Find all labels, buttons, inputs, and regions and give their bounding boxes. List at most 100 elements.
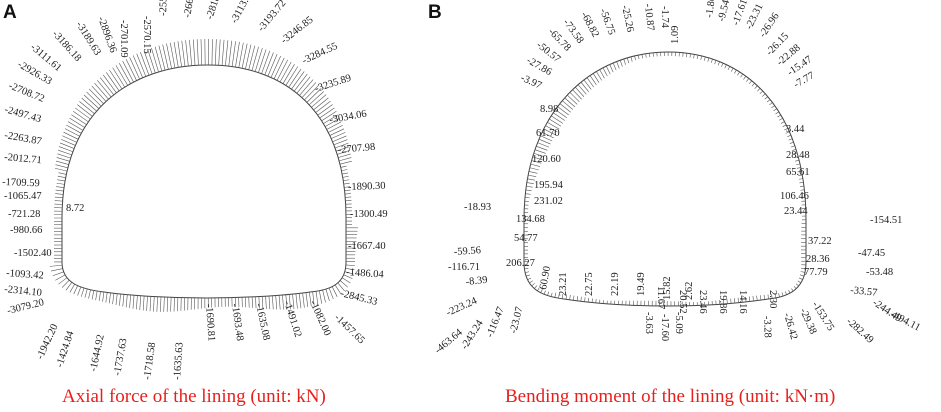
hatch-bar xyxy=(778,293,780,298)
hatch-bar xyxy=(158,45,166,71)
hatch-bar xyxy=(589,75,597,86)
hatch-bar xyxy=(549,118,562,127)
hatch-bar xyxy=(69,283,75,293)
hatch-bar xyxy=(306,88,322,103)
value-label: -47.45 xyxy=(858,248,885,259)
value-label: 11.67 xyxy=(655,286,666,309)
hatch-bar xyxy=(63,131,79,140)
hatch-bar xyxy=(54,167,68,172)
hatch-bar xyxy=(795,283,799,287)
hatch-bar xyxy=(797,170,802,173)
hatch-bar xyxy=(292,294,295,310)
hatch-bar xyxy=(151,47,159,73)
hatch-bar xyxy=(525,271,530,273)
hatch-bar xyxy=(77,104,93,117)
hatch-bar xyxy=(73,111,89,123)
hatch-bar xyxy=(794,156,799,158)
hatch-bar xyxy=(543,128,556,136)
hatch-bar xyxy=(296,76,311,94)
hatch-bar xyxy=(531,160,542,164)
hatch-bar xyxy=(149,296,152,312)
hatch-bar xyxy=(331,286,338,297)
value-labels-b: -1.74 -10.87 -25.26 -56.75 -68.82 -73.58… xyxy=(433,0,922,356)
hatch-bar xyxy=(534,149,546,154)
value-label: -2660.65 xyxy=(182,0,199,19)
hatch-bar xyxy=(275,295,278,310)
value-label: -9.54 xyxy=(716,0,732,23)
value-label: -23.07 xyxy=(508,306,525,335)
hatch-bar xyxy=(745,296,747,302)
hatch-bar xyxy=(345,264,355,266)
value-label: 120.60 xyxy=(532,154,561,165)
value-label: -1667.40 xyxy=(348,241,386,252)
hatch-bar xyxy=(166,297,169,312)
hatch-bar xyxy=(789,141,794,144)
hatch-bar xyxy=(56,157,70,162)
hatch-bar xyxy=(787,134,792,137)
hatch-bar xyxy=(69,117,85,128)
value-label: -2012.71 xyxy=(4,152,42,166)
hatch-bar xyxy=(333,139,348,146)
hatch-bar xyxy=(623,58,626,65)
hatch-bar xyxy=(153,296,155,312)
hatch-bar xyxy=(122,294,125,307)
hatch-bar xyxy=(754,85,758,89)
hatch-bar xyxy=(710,58,713,63)
hatch-bar xyxy=(136,295,138,310)
value-label: -53.48 xyxy=(866,267,893,278)
hatch-bar xyxy=(132,55,143,78)
value-label: -1300.49 xyxy=(350,209,388,220)
hatch-bar xyxy=(125,58,137,81)
hatch-bar xyxy=(536,145,548,151)
hatch-bar xyxy=(322,289,326,303)
hatch-bar xyxy=(147,49,156,74)
hatch-bar xyxy=(337,282,345,292)
hatch-bar xyxy=(602,67,608,77)
hatch-bar xyxy=(301,82,317,98)
hatch-bar xyxy=(525,274,530,277)
value-label: 22.19 xyxy=(610,272,621,296)
hatch-bar xyxy=(686,53,688,58)
hatch-bar xyxy=(550,115,564,124)
value-label: 23.44 xyxy=(784,206,808,217)
hatch-bar xyxy=(315,100,331,113)
hatch-bar xyxy=(276,59,289,81)
hatch-bar xyxy=(288,294,291,310)
hatch-bar xyxy=(553,112,565,121)
hatch-bar xyxy=(543,290,546,295)
hatch-bar xyxy=(730,67,734,72)
hatch-bar xyxy=(344,271,354,275)
hatch-bar xyxy=(129,294,131,309)
hatch-bar xyxy=(258,49,267,73)
hatch-bar xyxy=(71,114,87,125)
hatch-bar xyxy=(527,178,536,181)
value-label: 8.72 xyxy=(66,203,84,214)
hatch-bar xyxy=(285,66,299,86)
hatch-bar xyxy=(57,153,71,159)
hatch-bar xyxy=(537,142,550,148)
hatch-bar xyxy=(334,142,349,149)
value-label: -1457.65 xyxy=(332,312,367,346)
hatch-bar xyxy=(119,63,131,84)
hatch-bar xyxy=(540,289,543,293)
hatch-bar xyxy=(533,152,545,157)
hatch-bar xyxy=(58,149,72,156)
hatch-bar xyxy=(689,53,691,58)
hatch-bar xyxy=(788,138,793,141)
hatch-bar xyxy=(52,271,64,277)
hatch-bar xyxy=(321,111,337,122)
hatch-bar xyxy=(267,54,278,77)
hatch-bar xyxy=(173,41,179,68)
hatch-bar xyxy=(559,103,571,113)
hatch-bar xyxy=(561,293,564,299)
hatch-bar xyxy=(337,150,351,155)
value-label: 77.79 xyxy=(804,267,828,278)
hatch-bar xyxy=(564,97,576,108)
hatch-bar xyxy=(599,69,605,79)
hatch-bar xyxy=(50,268,63,272)
hatch-bar xyxy=(91,85,107,102)
hatch-bar xyxy=(540,135,553,142)
hatch-bar xyxy=(721,62,724,67)
